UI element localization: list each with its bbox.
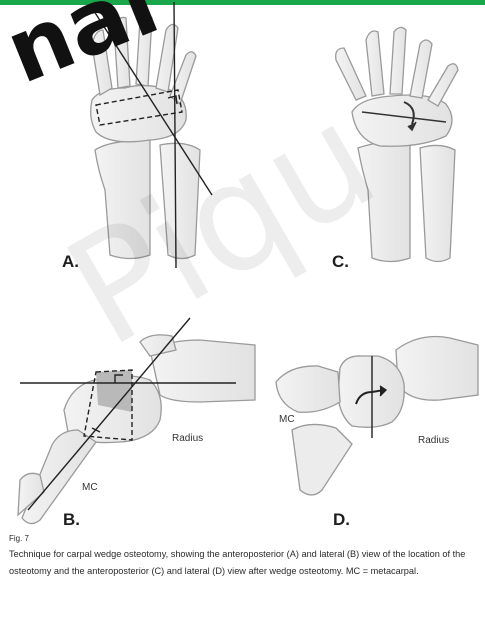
panel-a-drawing (91, 14, 200, 258)
label-mc-b: MC (82, 482, 98, 493)
panel-label-d: D. (333, 510, 350, 530)
label-mc-d: MC (279, 414, 295, 425)
panel-label-b: B. (63, 510, 80, 530)
label-radius-d: Radius (418, 435, 449, 446)
figure-caption: Fig. 7 Technique for carpal wedge osteot… (9, 534, 481, 580)
label-radius-b: Radius (172, 433, 203, 444)
panel-b-drawing (18, 335, 255, 524)
caption-text: Technique for carpal wedge osteotomy, sh… (9, 546, 481, 580)
caption-figure-number: Fig. 7 (9, 534, 481, 544)
panel-c-drawing (336, 27, 458, 261)
panel-label-c: C. (332, 252, 349, 272)
panel-label-a: A. (62, 252, 79, 272)
panel-d-drawing (276, 337, 478, 496)
